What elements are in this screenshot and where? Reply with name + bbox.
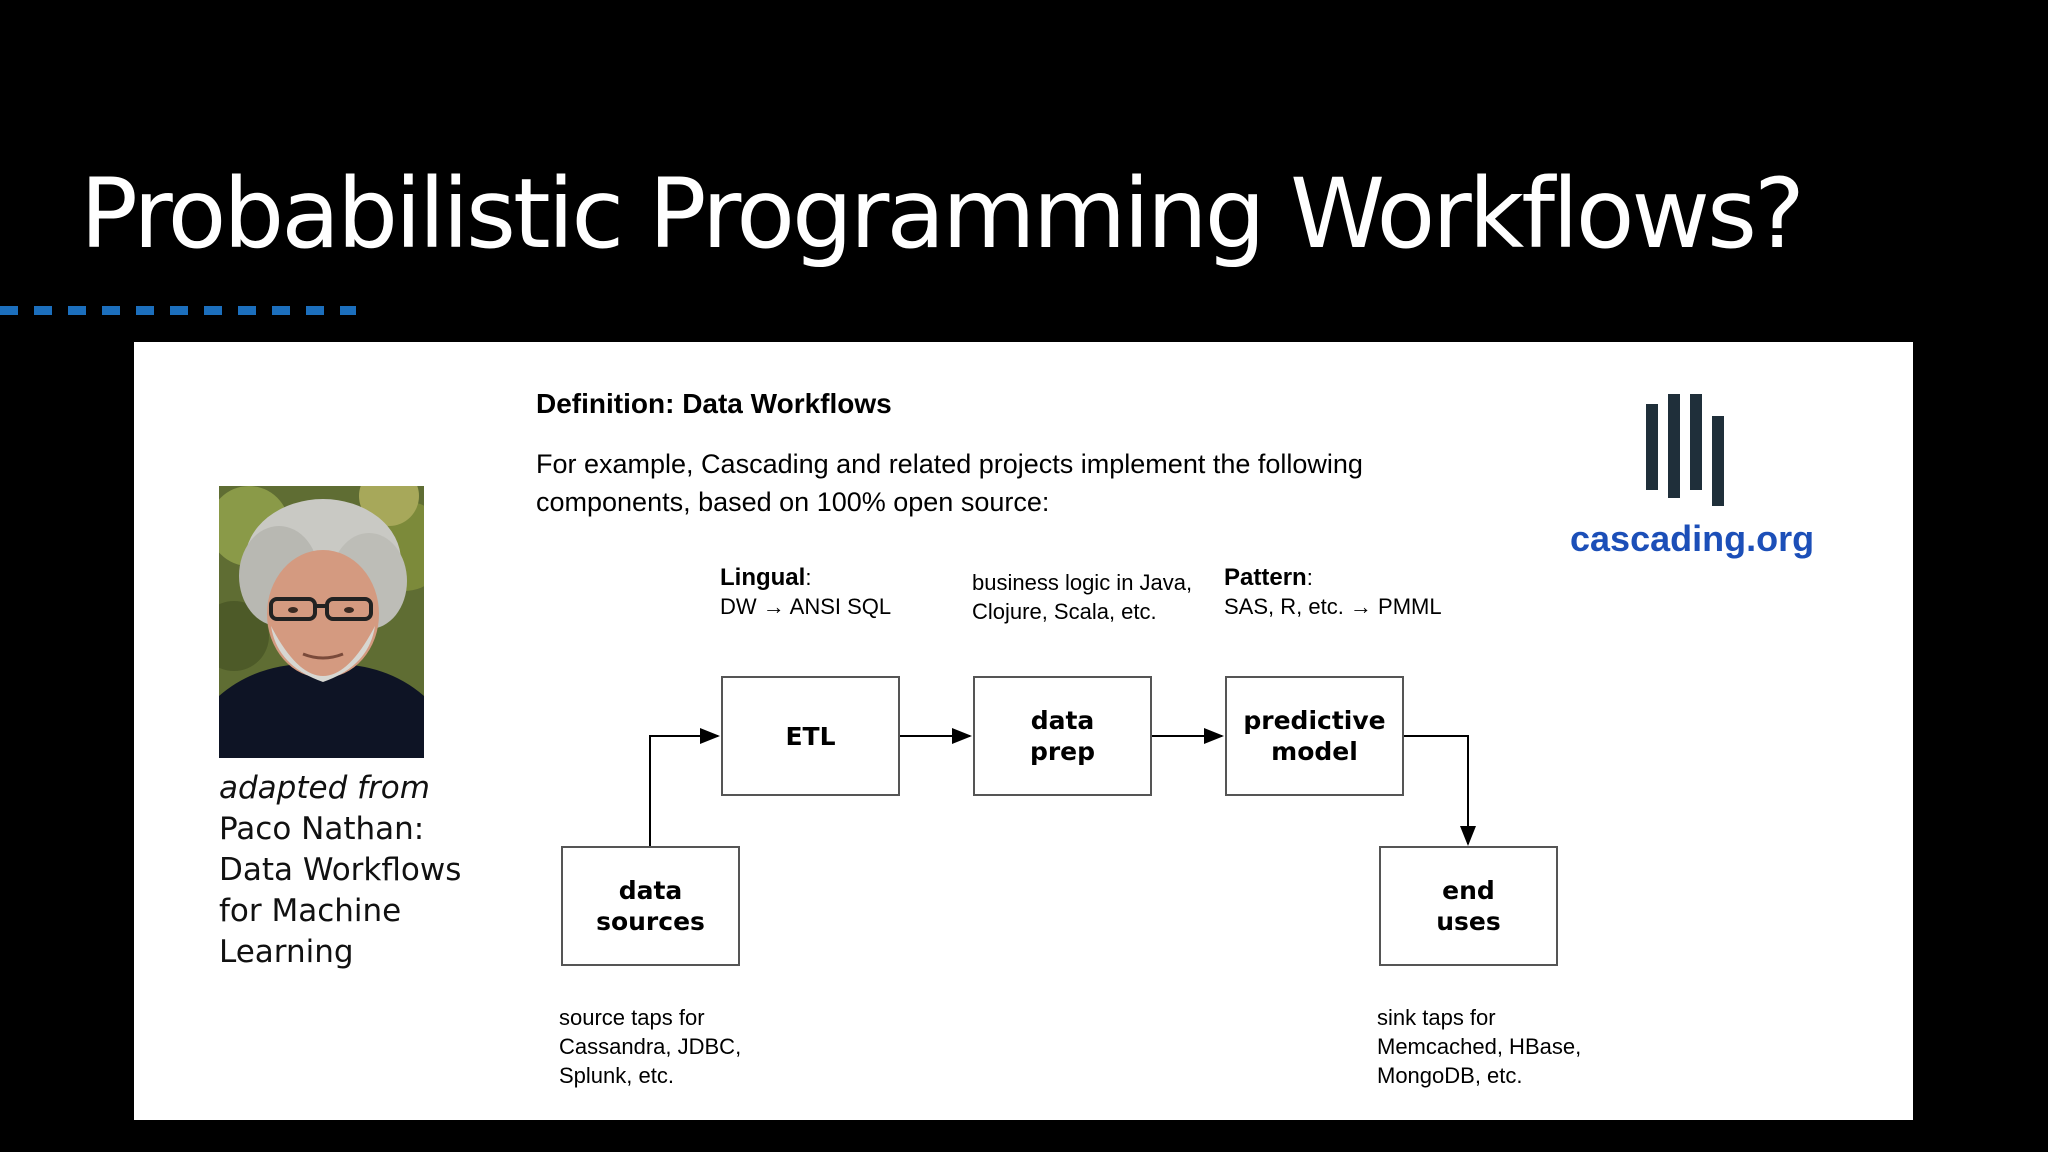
cascading-logo-icon xyxy=(1646,394,1756,524)
content-panel: adapted from Paco Nathan: Data Workflows… xyxy=(134,342,1913,1120)
portrait-photo xyxy=(219,486,424,758)
end-uses-box: end uses xyxy=(1379,846,1558,966)
sink-line-3: MongoDB, etc. xyxy=(1377,1063,1523,1088)
business-line-2: Clojure, Scala, etc. xyxy=(972,599,1157,624)
dashed-accent-line xyxy=(0,306,356,315)
sink-taps-note: sink taps for Memcached, HBase, MongoDB,… xyxy=(1377,1003,1581,1090)
etl-label: ETL xyxy=(785,721,836,751)
source-taps-note: source taps for Cassandra, JDBC, Splunk,… xyxy=(559,1003,741,1090)
source-line-3: Splunk, etc. xyxy=(559,1063,674,1088)
credit-line-adapted: adapted from xyxy=(219,770,430,806)
source-line-1: source taps for xyxy=(559,1005,705,1030)
credit-line-author: Paco Nathan: xyxy=(219,811,425,847)
data-sources-box: data sources xyxy=(561,846,740,966)
data-prep-label-2: prep xyxy=(1029,737,1096,766)
etl-box: ETL xyxy=(721,676,900,796)
lingual-note: Lingual: DW → ANSI SQL xyxy=(720,564,892,619)
pattern-label: Pattern xyxy=(1224,564,1307,591)
sink-line-2: Memcached, HBase, xyxy=(1377,1034,1582,1059)
sources-label-2: sources xyxy=(596,907,705,936)
pattern-note: Pattern: SAS, R, etc. → PMML xyxy=(1224,564,1442,619)
data-prep-box: data prep xyxy=(973,676,1152,796)
data-prep-label-1: data xyxy=(1030,706,1095,735)
predictive-label-2: model xyxy=(1271,737,1358,766)
credit-line-title-2: for Machine xyxy=(219,893,402,929)
lingual-text: DW → ANSI SQL xyxy=(720,594,892,619)
business-line-1: business logic in Java, xyxy=(972,570,1193,595)
source-line-2: Cassandra, JDBC, xyxy=(559,1034,742,1059)
sink-line-1: sink taps for xyxy=(1377,1005,1496,1030)
pattern-text: SAS, R, etc. → PMML xyxy=(1224,594,1442,619)
arrow-model-to-end-uses xyxy=(1404,735,1476,846)
end-uses-label-2: uses xyxy=(1436,907,1501,936)
predictive-model-box: predictive model xyxy=(1225,676,1404,796)
credit-line-title-1: Data Workflows xyxy=(219,852,462,888)
end-uses-label-1: end xyxy=(1442,876,1495,905)
sources-label-1: data xyxy=(618,876,683,905)
definition-text: For example, Cascading and related proje… xyxy=(536,449,1363,517)
credit-text: adapted from Paco Nathan: Data Workflows… xyxy=(219,768,519,973)
definition-title: Definition: Data Workflows xyxy=(536,388,892,419)
lingual-label: Lingual xyxy=(720,564,806,591)
business-logic-note: business logic in Java, Clojure, Scala, … xyxy=(972,568,1192,626)
credit-line-title-3: Learning xyxy=(219,934,354,970)
cascading-logo-text: cascading.org xyxy=(1570,518,1815,559)
arrow-sources-to-etl xyxy=(649,728,720,846)
slide-title: Probabilistic Programming Workflows? xyxy=(80,158,1805,270)
predictive-label-1: predictive xyxy=(1243,706,1386,735)
